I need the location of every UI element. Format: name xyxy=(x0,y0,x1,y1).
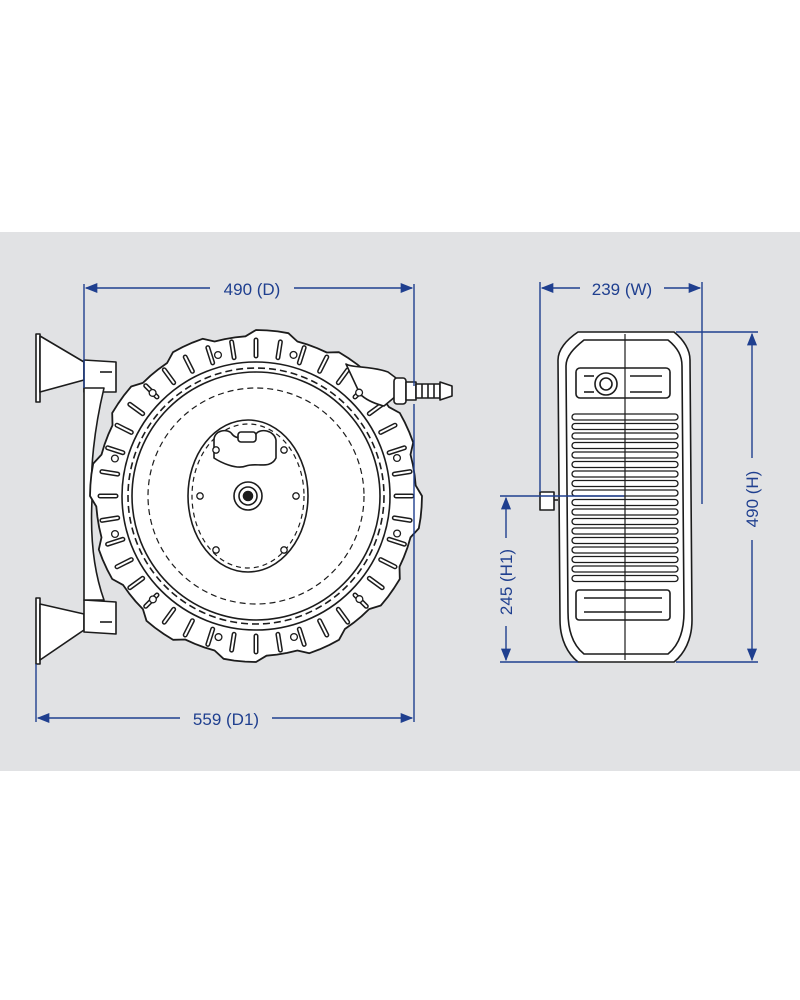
drum-face xyxy=(131,371,381,621)
side-lug xyxy=(539,491,555,511)
rib-slot-inner xyxy=(379,424,396,434)
dim-width-label: 239 (W) xyxy=(592,280,652,299)
rib-slot-inner xyxy=(298,628,306,646)
rib-slot-inner xyxy=(276,340,282,359)
rib-slot-inner xyxy=(388,446,406,454)
dim-height-label: 490 (H) xyxy=(743,471,762,528)
rib-slot-inner xyxy=(276,633,282,652)
dimension-lines xyxy=(35,282,758,724)
rib-slot-inner xyxy=(318,356,328,373)
hose-outlet xyxy=(345,363,453,407)
drum-rim-dashed xyxy=(127,367,385,625)
rim-screws xyxy=(110,350,402,642)
rim-screw xyxy=(214,633,223,642)
rib-slot-inner xyxy=(163,608,175,624)
rib-slot-inner xyxy=(388,538,406,546)
rim-screw xyxy=(110,529,120,539)
rib-slot-inner xyxy=(318,619,328,636)
dim-axle-height-label: 245 (H1) xyxy=(497,549,516,615)
front-view xyxy=(35,329,453,665)
side-view xyxy=(539,331,693,663)
rib-slot-inner xyxy=(116,424,133,434)
hub-plate-dashed xyxy=(191,423,305,569)
rib-slot-inner xyxy=(128,577,144,589)
wall-bracket xyxy=(35,333,117,665)
rim-screw xyxy=(148,595,157,604)
rib-slot-inner xyxy=(128,403,144,415)
swivel-inner xyxy=(599,377,613,391)
hub-bolts xyxy=(196,446,300,554)
rib-slot-inner xyxy=(368,577,384,589)
rim-screw xyxy=(213,350,223,360)
rib-slot-inner xyxy=(230,340,236,359)
rim-screw xyxy=(355,388,364,397)
rib-slot-inner xyxy=(393,516,412,522)
rib-slot-inner xyxy=(106,446,124,454)
rib-slot-inner xyxy=(337,368,349,384)
rib-slot-inner xyxy=(368,403,384,415)
rib-slot-inner xyxy=(337,608,349,624)
rim-screw xyxy=(289,350,298,359)
rib-slot-inner xyxy=(206,346,214,364)
rib-slot-inner xyxy=(393,470,412,476)
rib-slot-inner xyxy=(184,356,194,373)
rib-slot-inner xyxy=(230,633,236,652)
rim-screw xyxy=(393,529,402,538)
hub-cutout-tab xyxy=(237,431,257,443)
rim-screw xyxy=(289,632,299,642)
dim-depth-label: 490 (D) xyxy=(224,280,281,299)
side-top-bar xyxy=(575,367,671,399)
drum-inner-dashed xyxy=(147,387,365,605)
hub-cutout xyxy=(213,429,277,468)
rib-slot-inner xyxy=(106,538,124,546)
rib-slot-inner xyxy=(298,346,306,364)
axle-center xyxy=(242,490,254,502)
rib-slot-inner xyxy=(116,558,133,568)
rib-slot-inner xyxy=(379,558,396,568)
side-housing-inner xyxy=(565,339,685,655)
side-bottom-bar xyxy=(575,589,671,621)
rim-screw xyxy=(355,595,364,604)
rib-slot-inner xyxy=(206,628,214,646)
rib-slot-inner xyxy=(163,368,175,384)
dim-depth-total-label: 559 (D1) xyxy=(193,710,259,729)
rib-slot-inner xyxy=(100,516,119,522)
dimension-labels: 490 (D) 559 (D1) 239 (W) 490 (H) 245 (H1… xyxy=(193,280,762,729)
rim-screw xyxy=(110,454,119,463)
rim-screw xyxy=(148,388,157,397)
rim-screw xyxy=(392,453,402,463)
rib-slot-inner xyxy=(184,619,194,636)
rib-slot-inner xyxy=(100,470,119,476)
